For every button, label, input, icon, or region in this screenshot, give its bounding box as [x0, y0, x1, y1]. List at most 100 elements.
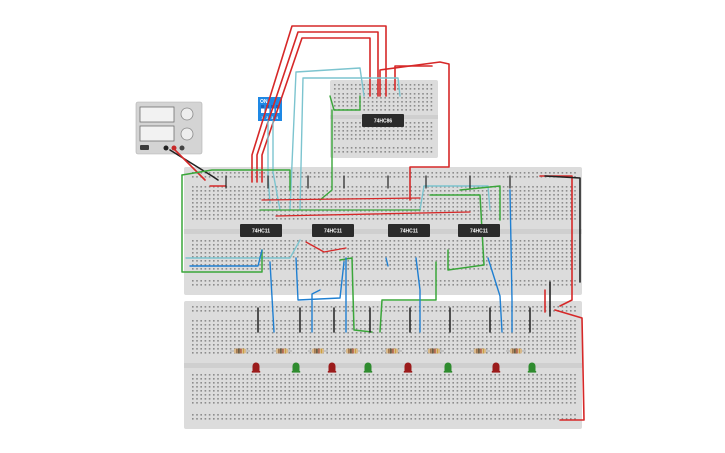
wire-red-bot-r[interactable]: [554, 309, 585, 421]
resistor-band: [355, 348, 356, 354]
leds: [251, 362, 537, 373]
wire-red-1[interactable]: [251, 25, 387, 183]
dip-position-label: 4: [276, 116, 278, 120]
chip-left2-body: [312, 224, 354, 237]
resistor[interactable]: [386, 348, 398, 354]
chip-right2-body: [458, 224, 500, 237]
wire-red-3[interactable]: [261, 37, 371, 183]
chip-right2[interactable]: 74HC11: [458, 224, 500, 237]
breadboard-bottom[interactable]: [184, 301, 582, 429]
wire-blue-9[interactable]: [385, 257, 389, 267]
chip-right1-body: [388, 224, 430, 237]
wire-cyan-1[interactable]: [267, 120, 271, 204]
dip-switch-on-label: ON: [260, 99, 268, 105]
led-rim: [527, 371, 537, 373]
led-red[interactable]: [492, 362, 500, 372]
resistor-band: [483, 348, 484, 354]
led-green[interactable]: [364, 362, 372, 372]
resistor-band: [512, 348, 514, 354]
wire-blue-7[interactable]: [509, 189, 513, 333]
resistor-band: [478, 348, 480, 354]
wire-blue-1[interactable]: [189, 249, 263, 267]
resistor-band: [432, 348, 434, 354]
resistor-band: [243, 348, 244, 354]
chip-left1[interactable]: 74HC11: [240, 224, 282, 237]
wire-green-3[interactable]: [181, 174, 263, 273]
led-green[interactable]: [444, 362, 452, 372]
wire-green-2[interactable]: [319, 109, 333, 201]
wire-green-5[interactable]: [429, 194, 485, 271]
wire-cyan-2[interactable]: [272, 120, 281, 211]
led-green[interactable]: [292, 362, 300, 372]
wire-blue-4[interactable]: [311, 289, 321, 333]
wire-blue-8[interactable]: [487, 257, 503, 333]
resistor[interactable]: [474, 348, 486, 354]
current-knob[interactable]: [180, 127, 194, 141]
wires: [169, 25, 585, 421]
resistor-band: [519, 348, 520, 354]
chip-left2[interactable]: 74HC11: [312, 224, 354, 237]
resistor-band: [321, 348, 322, 354]
ground-jumpers: [225, 175, 531, 333]
chip-left1-body: [240, 224, 282, 237]
led-rim: [327, 371, 337, 373]
wire-green-1[interactable]: [329, 95, 361, 111]
resistor-band: [278, 348, 280, 354]
resistor[interactable]: [346, 348, 358, 354]
wire-cyan-4[interactable]: [299, 77, 401, 211]
breadboard-middle[interactable]: [184, 167, 582, 295]
led-red[interactable]: [404, 362, 412, 372]
resistor[interactable]: [276, 348, 288, 354]
resistor[interactable]: [428, 348, 440, 354]
wire-green-4[interactable]: [181, 169, 291, 191]
resistor-band: [238, 348, 240, 354]
terminal-ground[interactable]: [179, 145, 185, 151]
chip-top[interactable]: 74HC86: [362, 114, 404, 127]
resistor-band: [434, 348, 436, 354]
led-red[interactable]: [252, 362, 260, 372]
resistor-band: [348, 348, 350, 354]
wire-green-8[interactable]: [379, 261, 437, 333]
resistor-band: [236, 348, 238, 354]
resistor[interactable]: [510, 348, 522, 354]
resistor-band: [430, 348, 432, 354]
wire-cyan-3[interactable]: [289, 67, 365, 211]
power-supply-display-current: [139, 125, 175, 142]
wire-red-h3[interactable]: [305, 241, 347, 253]
resistor-band: [240, 348, 242, 354]
resistor-band: [390, 348, 392, 354]
dip-toggle[interactable]: [261, 105, 265, 113]
dip-toggle[interactable]: [266, 105, 270, 113]
resistor[interactable]: [312, 348, 324, 354]
power-supply[interactable]: [135, 101, 203, 155]
wire-red-4[interactable]: [379, 61, 450, 201]
chip-top-label: 74HC86: [374, 119, 393, 125]
power-switch[interactable]: [140, 145, 149, 150]
voltage-knob[interactable]: [180, 107, 194, 121]
wire-cyan-5[interactable]: [419, 185, 491, 211]
led-red[interactable]: [328, 362, 336, 372]
wire-red-5[interactable]: [394, 65, 433, 91]
chip-right1[interactable]: 74HC11: [388, 224, 430, 237]
wire-red-2[interactable]: [256, 31, 379, 183]
resistor-band: [516, 348, 518, 354]
wire-black-rail-r[interactable]: [544, 175, 581, 283]
wire-green-6[interactable]: [459, 185, 501, 221]
resistor-band: [316, 348, 318, 354]
breadboard-middle-channel: [184, 229, 582, 234]
wire-red-h2[interactable]: [275, 211, 471, 217]
wire-blue-6[interactable]: [415, 257, 421, 333]
wire-red-psu[interactable]: [174, 149, 206, 181]
wire-blue-3[interactable]: [295, 257, 345, 301]
resistor-band: [282, 348, 284, 354]
resistor[interactable]: [234, 348, 246, 354]
resistor-band: [395, 348, 396, 354]
wire-cyan-6[interactable]: [185, 239, 301, 259]
chip-top-body: [362, 114, 404, 127]
wire-red-h1[interactable]: [261, 197, 421, 201]
dip-position-label: 1: [261, 116, 263, 120]
terminal-negative[interactable]: [163, 145, 169, 151]
led-rim: [403, 371, 413, 373]
led-green[interactable]: [528, 362, 536, 372]
wire-blue-2[interactable]: [269, 261, 275, 333]
